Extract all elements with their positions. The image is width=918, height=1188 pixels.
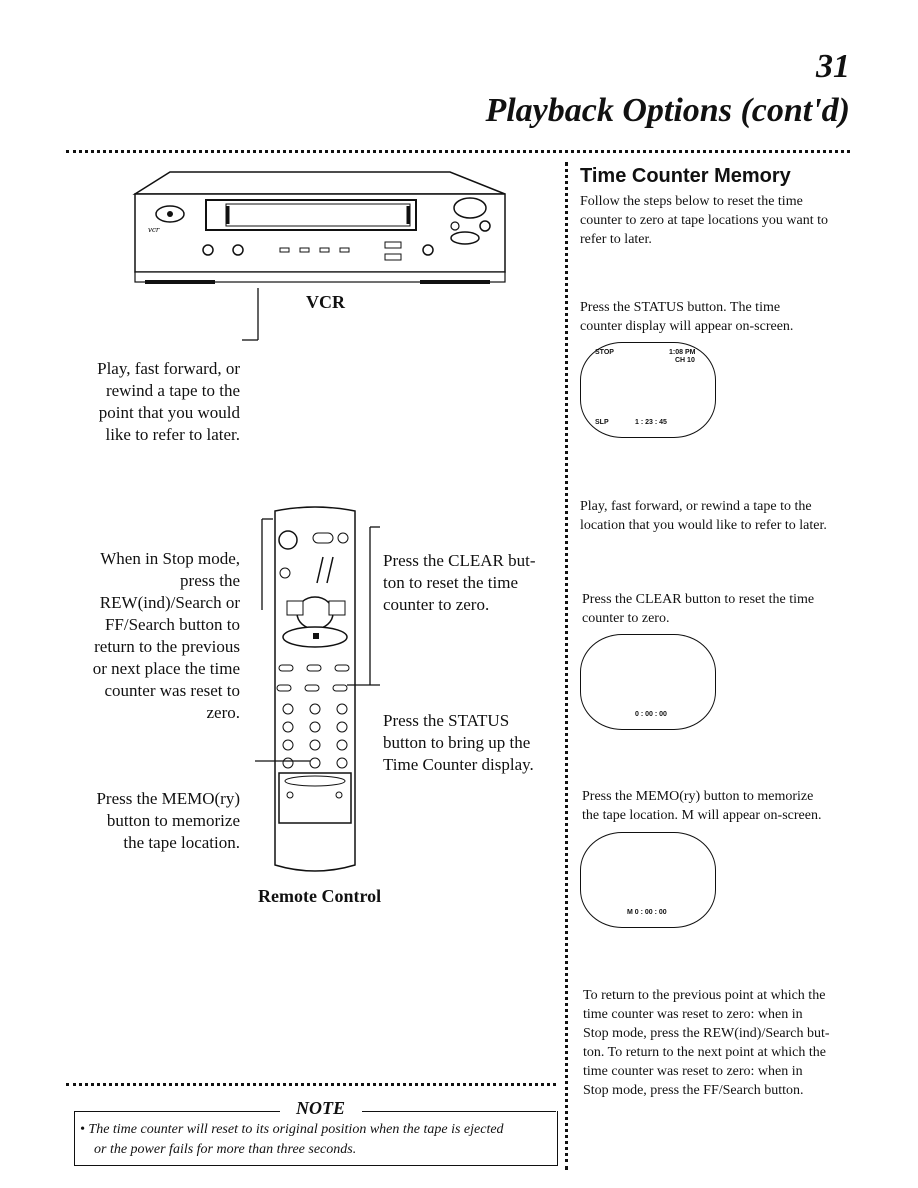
remote-control-illustration [255, 506, 380, 872]
step-2-text: Play, fast forward, or rewind a tape to … [580, 499, 827, 533]
step-3-text: Press the CLEAR button to reset the time… [582, 592, 815, 626]
note-text: • The time counter will reset to its ori… [80, 1122, 504, 1157]
vcr-label: VCR [306, 292, 345, 312]
note-divider [66, 1083, 556, 1086]
note-title: NOTE [296, 1098, 345, 1118]
remote-control-label: Remote Control [258, 886, 382, 906]
screen-stop-text: STOP [595, 349, 614, 356]
stop-mode-caption: When in Stop mode, press the REW(ind)/Se… [92, 549, 240, 722]
screen-speed-text: SLP [595, 419, 609, 426]
intro-text: Follow the steps below to reset the time… [580, 194, 829, 247]
note-rule-left [74, 1111, 280, 1112]
tv-screen-memory: M 0 : 00 : 00 [580, 832, 716, 928]
screen-clock-text: 1:08 PM [669, 349, 696, 356]
section-heading: Time Counter Memory [580, 165, 791, 187]
header-divider [66, 150, 850, 153]
step-5-text: To return to the previous point at which… [583, 988, 830, 1098]
svg-text:vcr: vcr [148, 226, 160, 234]
tv-screen-status: STOP 1:08 PM CH 10 SLP 1 : 23 : 45 [580, 342, 716, 438]
memo-caption: Press the MEMO(ry) button to memorize th… [96, 789, 240, 852]
page-title: Playback Options (cont'd) [485, 92, 850, 129]
step-1-text: Press the STATUS button. The time counte… [580, 300, 794, 334]
note-rule-right [362, 1111, 556, 1112]
note-box [74, 1111, 558, 1166]
clear-caption: Press the CLEAR but- ton to reset the ti… [383, 551, 536, 614]
vcr-caption: Play, fast forward, or rewind a tape to … [97, 359, 240, 444]
screen-memory-counter-text: M 0 : 00 : 00 [627, 909, 667, 916]
tv-screen-cleared: 0 : 00 : 00 [580, 634, 716, 730]
status-caption: Press the STATUS button to bring up the … [383, 711, 534, 774]
screen-channel-text: CH 10 [675, 357, 695, 364]
screen-counter-zero-text: 0 : 00 : 00 [635, 711, 667, 718]
page-number: 31 [816, 48, 850, 85]
screen-counter-text: 1 : 23 : 45 [635, 419, 667, 426]
column-divider [565, 162, 568, 1170]
vcr-illustration: vcr [132, 171, 506, 341]
step-4-text: Press the MEMO(ry) button to memorize th… [582, 789, 822, 823]
